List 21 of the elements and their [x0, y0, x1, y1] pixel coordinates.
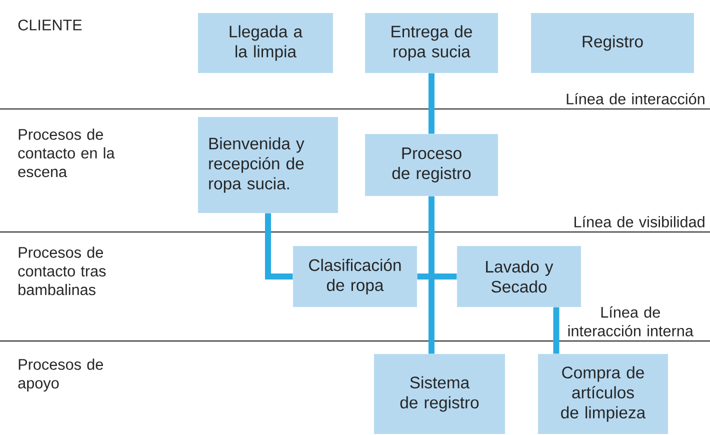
- lane-label: Procesos de contacto tras bambalinas: [18, 246, 106, 296]
- process-box: Compra de artículos de limpieza: [538, 354, 668, 434]
- connector-line: [553, 307, 560, 354]
- lane-label: CLIENTE: [18, 20, 82, 30]
- process-box: Proceso de registro: [365, 134, 498, 196]
- connector-line: [265, 213, 293, 280]
- connector-line: [428, 196, 434, 354]
- lane-label: Procesos de contacto en la escena: [18, 128, 115, 178]
- line-label: Línea de visibilidad: [574, 216, 704, 228]
- process-box: Lavado y Secado: [457, 246, 581, 307]
- line-label: Línea de interacción interna: [568, 306, 694, 336]
- process-box: Llegada a la limpia: [198, 13, 333, 73]
- process-box: Clasificación de ropa: [293, 246, 417, 307]
- connector-line: [417, 274, 457, 280]
- process-box: Entrega de ropa sucia: [365, 13, 498, 73]
- lane-label: Procesos de apoyo: [18, 358, 103, 392]
- process-box: Sistema de registro: [374, 354, 505, 434]
- connector-line: [428, 73, 434, 134]
- process-box: Registro: [531, 13, 694, 73]
- process-box: Bienvenida y recepción de ropa sucia.: [198, 117, 338, 213]
- line-label: Línea de interacción: [566, 92, 704, 104]
